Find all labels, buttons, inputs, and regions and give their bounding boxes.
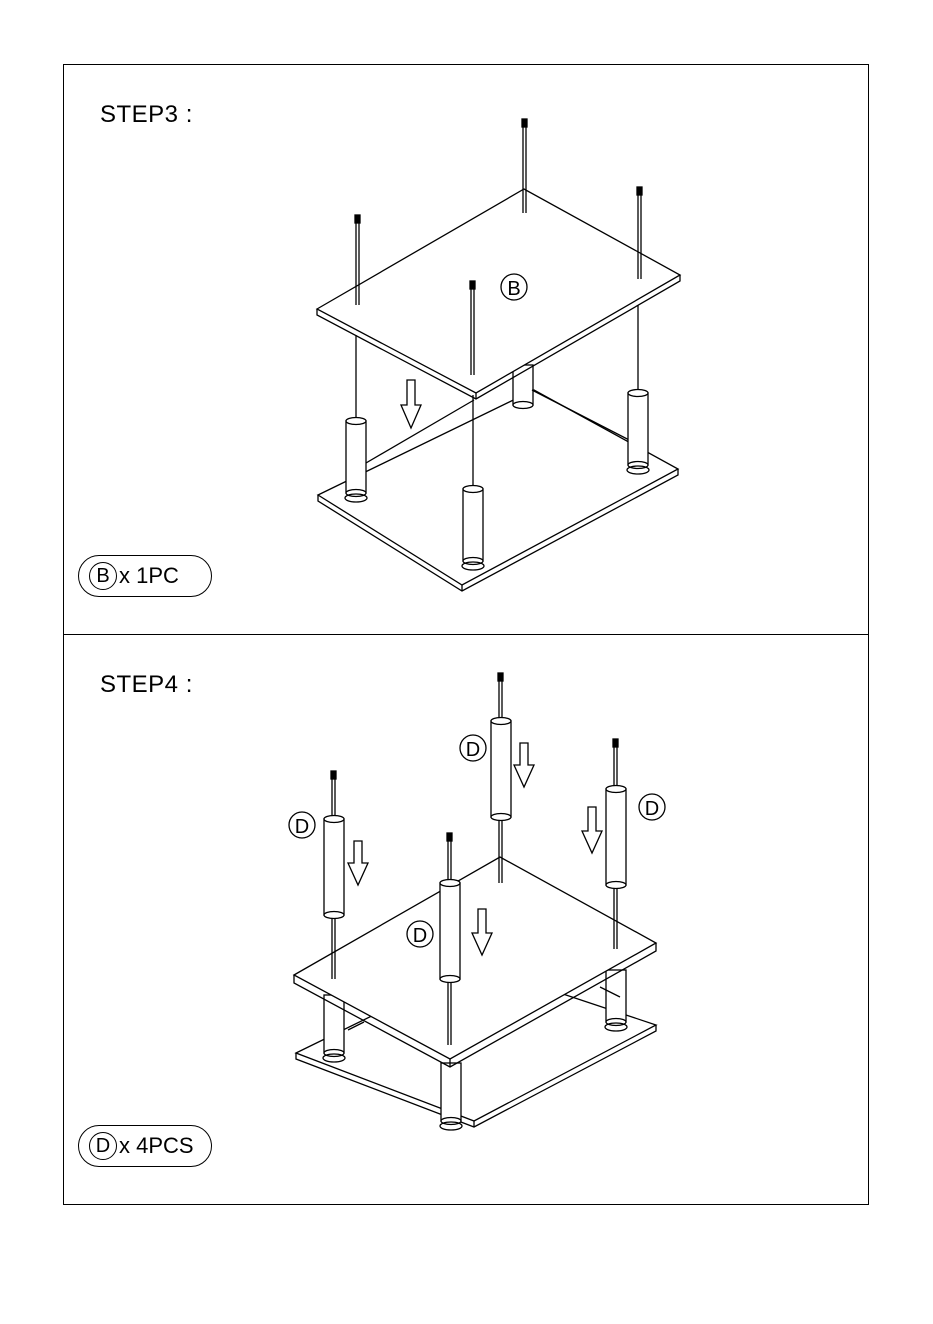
callout-D-text: D: [645, 798, 659, 820]
lower-leg-right: [605, 970, 627, 1031]
top-shelf-B: [317, 189, 680, 399]
leg-tube-left: [345, 418, 367, 503]
down-arrow-icon: [514, 743, 534, 787]
callout-B-text: B: [507, 278, 520, 300]
leg-tube-D-back: [491, 718, 511, 821]
callout-D-text: D: [295, 816, 309, 838]
step4-illustration: D D D D: [64, 635, 870, 1206]
leg-tube-front: [462, 486, 484, 571]
part-callout-B: B: [501, 274, 527, 300]
leg-tube-D-left: [324, 816, 344, 919]
step4-panel: STEP4 :: [63, 634, 869, 1205]
callout-D-text: D: [466, 739, 480, 761]
lower-leg-front: [440, 1063, 462, 1130]
part-circle-icon: B: [89, 562, 117, 590]
down-arrow-icon: [348, 841, 368, 885]
part-callout-D: D: [407, 921, 433, 947]
step3-quantity-text: x 1PC: [119, 563, 179, 589]
step4-quantity-badge: D x 4PCS: [78, 1125, 212, 1167]
bottom-shelf: [318, 390, 678, 591]
step4-quantity-text: x 4PCS: [119, 1133, 194, 1159]
part-circle-icon: D: [89, 1132, 117, 1160]
callout-D-text: D: [413, 925, 427, 947]
part-callout-D: D: [460, 735, 486, 761]
down-arrow-icon: [401, 380, 421, 428]
leg-tube-D-right: [606, 786, 626, 889]
step3-illustration: B: [64, 65, 870, 636]
leg-tube-right: [627, 390, 649, 475]
part-callout-D: D: [289, 812, 315, 838]
step3-panel: STEP3 :: [63, 64, 869, 635]
down-arrow-icon: [582, 807, 602, 853]
part-callout-D: D: [639, 794, 665, 820]
step3-quantity-badge: B x 1PC: [78, 555, 212, 597]
leg-tube-D-front: [440, 880, 460, 983]
